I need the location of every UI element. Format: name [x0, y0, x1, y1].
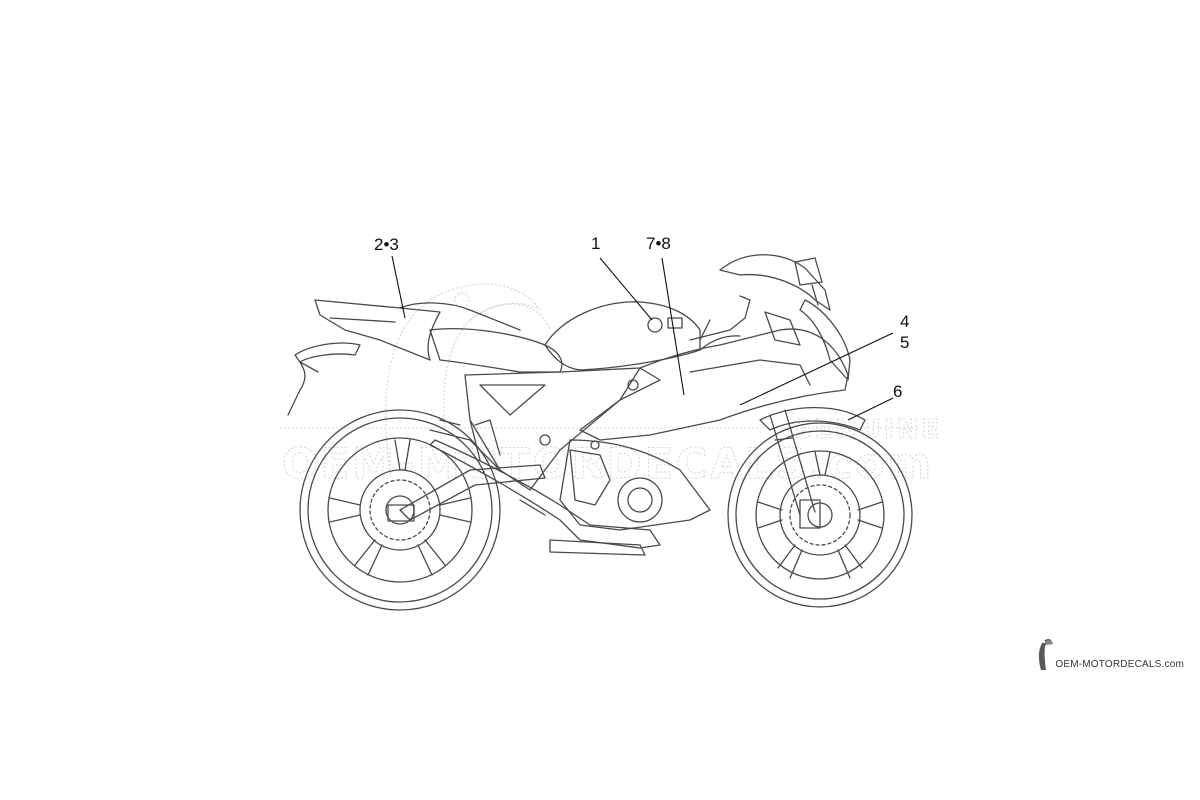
watermark: OEM-MOTORDECALS.com GENUINE	[280, 283, 942, 489]
tail-section	[314, 299, 441, 361]
exhaust	[429, 439, 661, 549]
rear-wheel	[299, 409, 501, 611]
rearsets	[429, 419, 546, 516]
watermark-toucan-icon	[385, 283, 551, 471]
tank-emblem	[667, 317, 683, 329]
callout-2-3: 2•3	[374, 235, 399, 254]
headlight	[799, 299, 851, 381]
leader-lines	[391, 255, 894, 421]
frame-bolt	[590, 440, 600, 450]
callout-labels: 2•3 1 7•8 4 5 6	[374, 234, 909, 401]
rear-hugger	[294, 342, 361, 363]
fuel-cap	[647, 317, 663, 333]
callout-7-8: 7•8	[646, 234, 671, 253]
front-fender	[759, 406, 866, 431]
swingarm	[399, 464, 546, 521]
windscreen	[719, 254, 831, 311]
callout-6: 6	[893, 382, 902, 401]
front-fairing	[579, 328, 849, 441]
leader-line-6	[847, 397, 894, 421]
handlebar	[689, 295, 751, 341]
motorcycle-drawing	[287, 254, 913, 611]
side-frame	[464, 367, 661, 491]
clipon-left	[699, 335, 741, 351]
engine-cover-inner	[627, 487, 653, 513]
frame-triangle	[479, 384, 546, 416]
pivot-bolt	[627, 379, 639, 391]
leader-line-1	[599, 257, 653, 321]
rear-caliper	[387, 504, 415, 522]
license-bracket	[287, 361, 319, 416]
watermark-text: OEM-MOTORDECALS.com	[282, 439, 934, 488]
front-fork	[769, 409, 816, 516]
tail-light	[329, 317, 396, 323]
watermark-tag: GENUINE	[790, 415, 942, 445]
shock	[469, 419, 501, 461]
engine-block	[569, 449, 611, 506]
mirror	[794, 257, 823, 306]
brand-logo-text: OEM-MOTORDECALS.com	[1055, 659, 1184, 670]
fairing-panel	[689, 359, 811, 386]
leader-line-2-3	[391, 255, 406, 319]
footpeg	[539, 434, 551, 446]
callout-1: 1	[591, 234, 600, 253]
seat-cowl	[399, 302, 521, 331]
front-wheel	[727, 422, 913, 608]
leader-line-7-8	[661, 257, 685, 396]
brand-logo: OEM-MOTORDECALS.com	[1035, 632, 1184, 672]
exhaust-pipe	[549, 539, 646, 556]
rear-disc	[369, 479, 431, 541]
callout-4: 4	[900, 312, 909, 331]
engine-cover	[617, 477, 663, 523]
toucan-icon	[1039, 639, 1054, 670]
fuel-tank	[544, 301, 701, 371]
front-caliper	[799, 499, 821, 529]
front-disc	[789, 484, 851, 546]
fairing-vent	[764, 311, 801, 346]
leader-line-4-5	[739, 332, 894, 406]
callout-5: 5	[900, 333, 909, 352]
seat	[429, 328, 563, 373]
